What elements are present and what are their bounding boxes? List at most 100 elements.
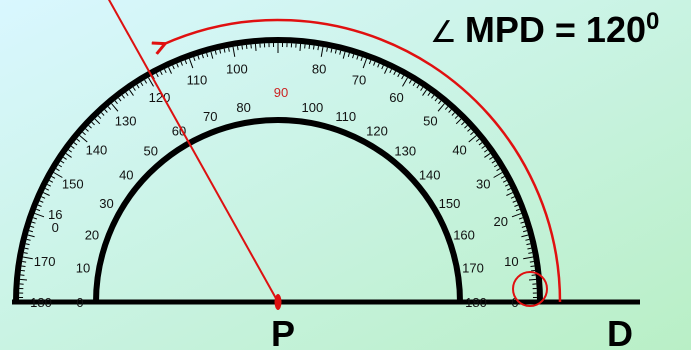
inner-scale-label: 10 <box>76 261 90 276</box>
degree-tick <box>526 243 531 246</box>
degree-ticks <box>19 43 537 303</box>
degree-tick <box>484 149 488 153</box>
degree-tick <box>464 124 468 129</box>
degree-tick <box>132 86 136 91</box>
degree-tick <box>373 61 376 66</box>
degree-tick <box>159 71 163 76</box>
degree-tick <box>530 265 535 268</box>
degree-tick <box>523 256 534 260</box>
degree-tick <box>384 67 388 74</box>
degree-tick <box>339 50 342 55</box>
outer-scale-label: 20 <box>493 214 507 229</box>
degree-tick <box>408 79 412 84</box>
degree-tick <box>468 135 477 143</box>
degree-tick <box>500 175 505 179</box>
degree-tick <box>201 54 204 59</box>
equation-text: MPD = 120 <box>465 9 646 50</box>
degree-tick <box>140 82 144 87</box>
degree-tick <box>493 172 503 178</box>
degree-tick <box>30 225 35 228</box>
degree-tick <box>25 243 30 246</box>
degree-tick <box>223 48 226 53</box>
degree-tick <box>82 131 86 136</box>
degree-tick <box>37 204 42 207</box>
degree-tick <box>489 156 494 160</box>
degree-tick <box>521 234 529 238</box>
degree-tick <box>26 238 31 241</box>
inner-scale-label: 140 <box>419 168 441 183</box>
degree-tick <box>444 106 449 110</box>
protractor-outer-rim <box>13 37 543 303</box>
degree-tick <box>360 56 363 62</box>
degree-tick <box>320 46 324 57</box>
degree-tick <box>49 179 54 183</box>
degree-tick <box>401 75 405 80</box>
degree-tick <box>236 46 239 51</box>
degree-tick <box>114 100 118 105</box>
degree-tick <box>107 106 112 110</box>
ray-pm <box>107 0 279 303</box>
degree-tick <box>356 55 359 60</box>
degree-tick <box>342 51 346 59</box>
degree-tick <box>493 164 498 168</box>
inner-scale-label: 30 <box>99 196 113 211</box>
degree-tick <box>121 94 125 99</box>
degree-tick <box>193 56 196 62</box>
degree-tick <box>76 138 81 142</box>
degree-tick <box>506 192 513 196</box>
degree-tick <box>206 52 209 58</box>
inner-scale-label: 110 <box>335 109 356 124</box>
degree-tick <box>416 84 420 89</box>
degree-tick <box>434 97 438 102</box>
outer-scale-label: 100 <box>226 62 248 77</box>
outer-scale-label: 170 <box>34 254 56 269</box>
degree-tick <box>94 118 101 125</box>
inner-scale-label: 120 <box>366 124 388 139</box>
degree-tick <box>389 68 392 74</box>
degree-tick <box>475 138 480 142</box>
degree-tick <box>381 65 384 70</box>
degree-tick <box>62 156 67 160</box>
degree-tick <box>118 97 122 102</box>
degree-tick <box>85 128 89 132</box>
degree-tick <box>136 84 140 89</box>
degree-tick <box>377 63 380 68</box>
degree-tick <box>412 82 416 87</box>
degree-tick <box>326 47 328 52</box>
zero-mark-highlight-circle <box>512 271 548 307</box>
degree-tick <box>172 65 175 70</box>
degree-tick <box>254 43 257 52</box>
outer-scale-label: 60 <box>389 90 403 105</box>
inner-scale-label: 180 <box>465 295 487 310</box>
degree-tick <box>334 49 337 54</box>
degree-tick <box>496 168 501 172</box>
degree-tick <box>28 230 34 233</box>
degree-tick <box>521 225 526 228</box>
degree-tick <box>241 45 244 50</box>
point-label-d: D <box>607 313 633 350</box>
inner-scale-label: 130 <box>394 143 416 158</box>
point-label-p: P <box>271 313 295 350</box>
degree-tick <box>393 71 397 76</box>
degree-tick <box>504 183 509 187</box>
degree-tick <box>21 265 26 268</box>
angle-arc-arrow <box>163 18 562 303</box>
degree-tick <box>22 256 33 260</box>
degree-tick <box>36 208 41 212</box>
degree-tick <box>111 103 119 112</box>
degree-tick <box>214 50 217 55</box>
degree-tick <box>53 172 63 178</box>
degree-tick <box>51 175 56 179</box>
degree-tick <box>347 52 350 58</box>
vertex-marker <box>274 294 282 310</box>
degree-tick <box>41 196 46 199</box>
degree-tick <box>368 60 372 65</box>
degree-tick <box>518 217 524 220</box>
degree-tick <box>506 188 512 191</box>
degree-tick <box>317 46 320 51</box>
degree-tick <box>515 208 520 212</box>
degree-tick <box>470 131 474 136</box>
inner-scale-label: 160 <box>453 227 475 242</box>
